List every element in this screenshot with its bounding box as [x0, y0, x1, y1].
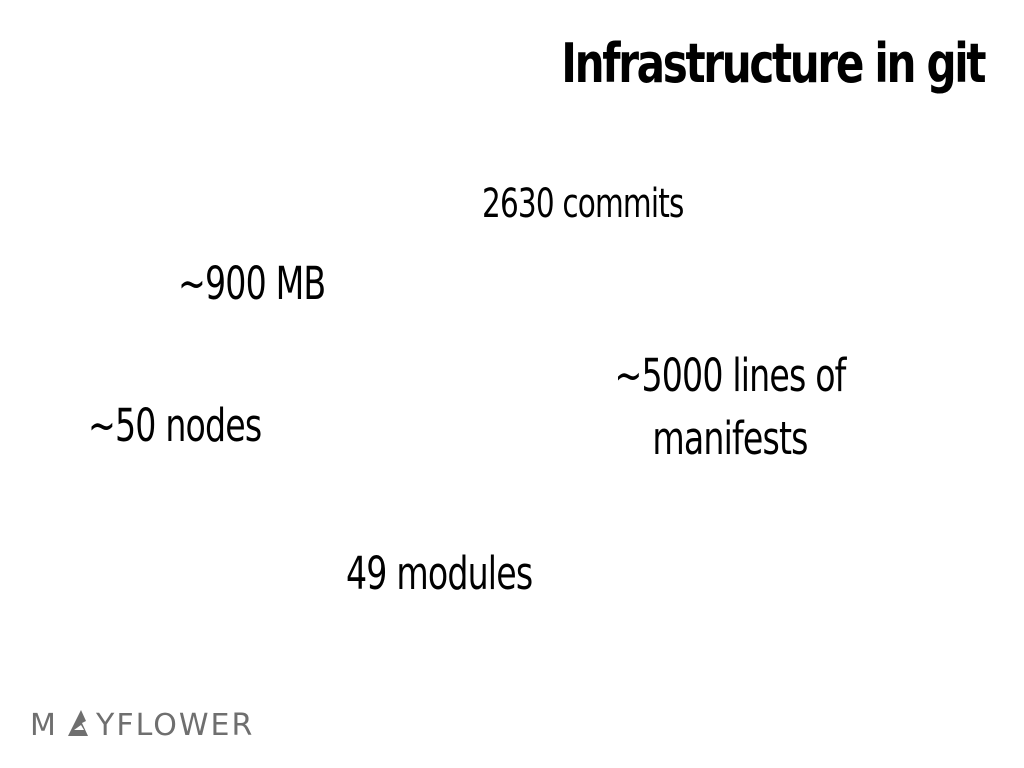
slide-title: Infrastructure in git	[561, 32, 986, 95]
mayflower-sail-icon	[68, 710, 88, 736]
stat-manifests: ~5000 lines of manifests	[614, 349, 846, 465]
stat-nodes: ~50 nodes	[88, 399, 262, 452]
stat-commits: 2630 commits	[482, 181, 684, 227]
mayflower-logo-rest: YFLOWER	[95, 708, 254, 743]
mayflower-logo-M: M	[30, 708, 59, 743]
mayflower-logo-graphic: M YFLOWER	[30, 708, 254, 743]
stat-modules: 49 modules	[346, 547, 533, 600]
mayflower-logo: M YFLOWER	[30, 700, 288, 746]
stat-repo-size: ~900 MB	[178, 257, 326, 310]
